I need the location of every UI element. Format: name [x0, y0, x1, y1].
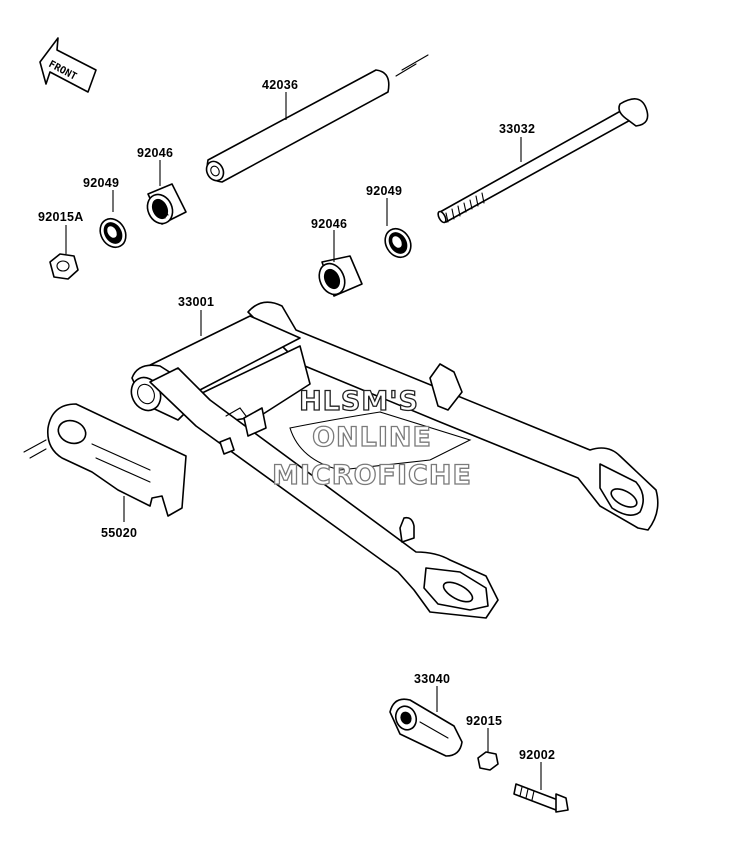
chain-guide: [23, 403, 187, 517]
callout-bolt-adjuster: 92002: [519, 748, 555, 762]
swing-arm: [130, 301, 659, 619]
callout-collar-right: 92049: [366, 184, 402, 198]
front-arrow-icon: FRONT: [39, 37, 97, 93]
collar-left: [99, 217, 127, 249]
collar-right: [384, 227, 412, 259]
callout-bearing-right: 92046: [311, 217, 347, 231]
callout-swing-arm: 33001: [178, 295, 214, 309]
axle-tube: [205, 54, 429, 183]
callout-nut-adjuster: 92015: [466, 714, 502, 728]
nut-adjuster: [477, 751, 499, 771]
bolt-adjuster: [513, 783, 569, 813]
bearing-left: [146, 183, 187, 225]
callout-pivot-shaft: 33032: [499, 122, 535, 136]
callout-axle-tube: 42036: [262, 78, 298, 92]
leader-lines: [65, 92, 542, 790]
bearing-right: [318, 255, 363, 297]
watermark: HLSM'S ONLINE MICROFICHE: [271, 385, 472, 491]
chain-adjuster: [389, 698, 463, 757]
callout-chain-guide: 55020: [101, 526, 137, 540]
callout-collar-left: 92049: [83, 176, 119, 190]
watermark-line-2: ONLINE: [312, 422, 432, 453]
watermark-line-1: HLSM'S: [299, 386, 419, 417]
pivot-shaft: [437, 98, 649, 224]
callout-chain-adjuster: 33040: [414, 672, 450, 686]
callout-bearing-left: 92046: [137, 146, 173, 160]
watermark-line-3: MICROFICHE: [272, 460, 472, 491]
nut-left: [49, 253, 79, 280]
callout-nut-left: 92015A: [38, 210, 84, 224]
